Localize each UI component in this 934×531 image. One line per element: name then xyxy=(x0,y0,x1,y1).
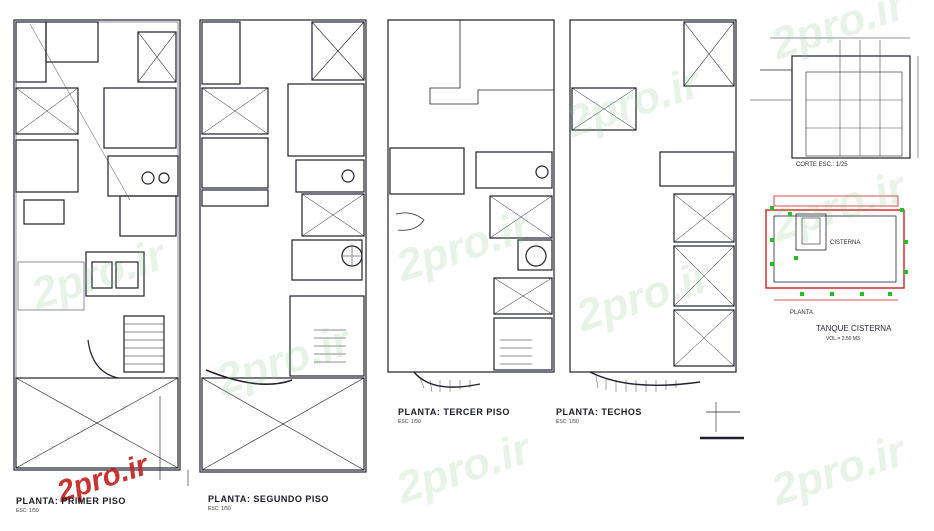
plan-1-title: PLANTA: PRIMER PISO xyxy=(16,496,126,506)
cistern-title: TANQUE CISTERNA xyxy=(816,324,892,333)
plan-1-scale: ESC: 1/50 xyxy=(16,508,39,514)
cistern-section-label: CORTE ESC.: 1/25 xyxy=(796,162,848,168)
cistern-volume: VOL.= 2.50 M3 xyxy=(826,336,860,342)
plan-primer-piso xyxy=(13,19,189,486)
plan-2-scale: ESC: 1/50 xyxy=(208,506,231,512)
plan-4-scale: ESC: 1/50 xyxy=(556,419,579,425)
plan-techos xyxy=(569,19,744,440)
cistern-plan-label: PLANTA xyxy=(790,310,813,316)
plan-tercer-piso xyxy=(387,19,555,393)
plan-3-scale: ESC: 1/50 xyxy=(398,419,421,425)
cistern-section xyxy=(750,37,919,159)
plan-4-title: PLANTA: TECHOS xyxy=(556,407,642,417)
cistern-room-label: CISTERNA xyxy=(830,240,861,246)
cistern-plan xyxy=(765,195,905,301)
plan-2-title: PLANTA: SEGUNDO PISO xyxy=(208,494,329,504)
plan-segundo-piso xyxy=(199,19,367,473)
cistern-markers xyxy=(770,206,908,296)
plan-3-title: PLANTA: TERCER PISO xyxy=(398,407,510,417)
